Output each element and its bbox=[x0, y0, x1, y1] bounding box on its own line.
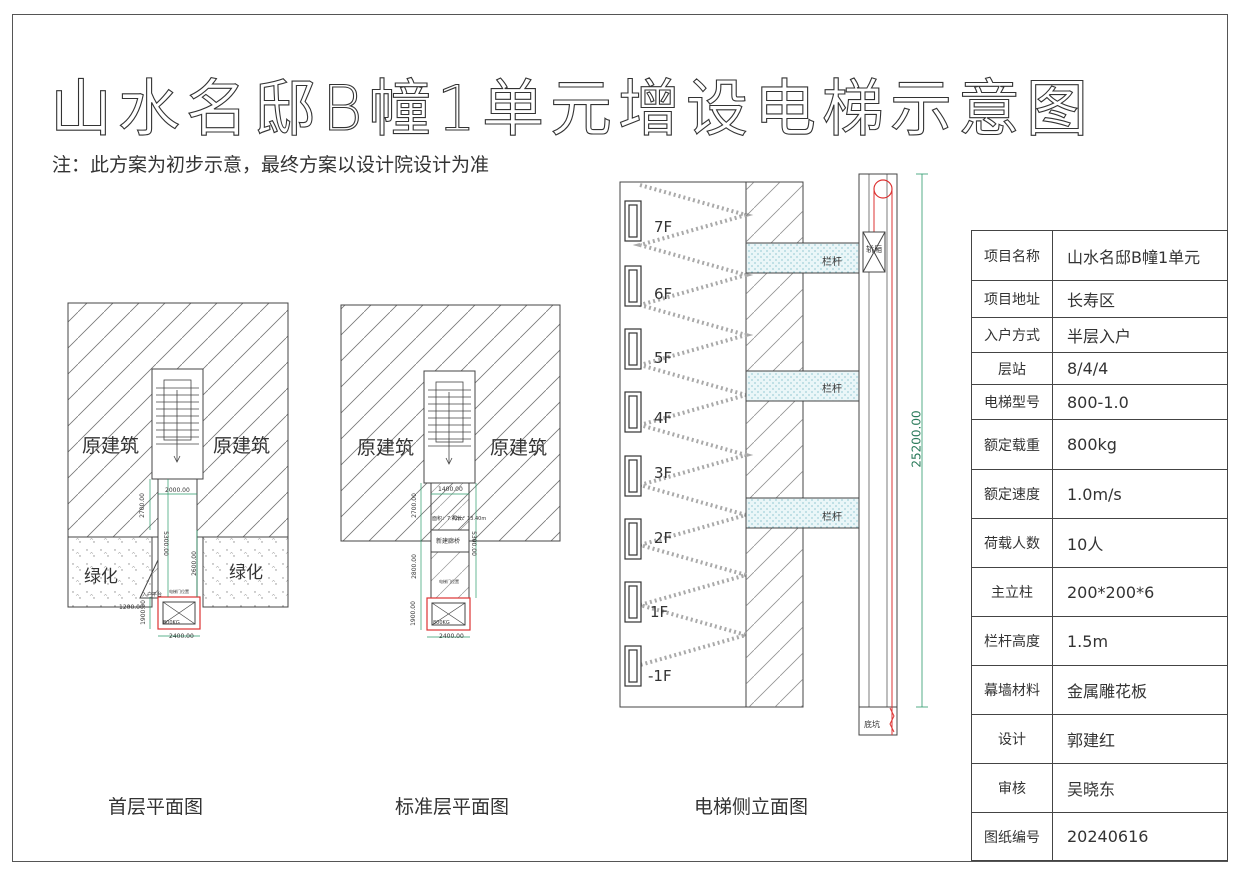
label-pit: 底坑 bbox=[864, 720, 880, 729]
drawing-frame bbox=[12, 14, 1228, 862]
label-door-1: 电梯门位置 bbox=[169, 589, 189, 594]
dim-2700-a: 2700.00 bbox=[138, 493, 146, 518]
dim-1900-b: 1900.00 bbox=[409, 601, 417, 626]
info-key: 电梯型号 bbox=[971, 384, 1053, 420]
info-value: 800kg bbox=[1052, 419, 1228, 470]
greening-area-right bbox=[202, 536, 289, 608]
standard-floor-plan bbox=[340, 304, 561, 638]
side-elevation bbox=[619, 173, 928, 736]
info-value: 郭建红 bbox=[1052, 714, 1228, 764]
floor-label-4f: 4F bbox=[654, 409, 673, 427]
info-key: 项目地址 bbox=[971, 280, 1053, 318]
info-value: 吴晓东 bbox=[1052, 763, 1228, 813]
first-floor-plan bbox=[67, 302, 289, 637]
label-original-building-2: 原建筑 bbox=[213, 435, 271, 457]
info-key: 项目名称 bbox=[971, 230, 1053, 281]
label-new-corridor: 新建廊桥 bbox=[436, 538, 461, 545]
caption-standard-floor: 标准层平面图 bbox=[395, 796, 510, 818]
label-railing-1: 栏杆 bbox=[822, 257, 842, 268]
info-key: 层站 bbox=[971, 352, 1053, 385]
label-original-building-4: 原建筑 bbox=[490, 437, 548, 459]
label-door-2: 电梯门位置 bbox=[439, 579, 459, 584]
info-value: 长寿区 bbox=[1052, 280, 1228, 318]
stair-core bbox=[151, 368, 204, 480]
info-value: 200*200*6 bbox=[1052, 567, 1228, 617]
floor-label-1f: 1F bbox=[650, 603, 669, 621]
dim-1200: 1200.00 bbox=[119, 604, 144, 611]
info-key: 荷载人数 bbox=[971, 518, 1053, 568]
dim-2800: 2800.00 bbox=[410, 554, 418, 579]
entry-ramp bbox=[139, 559, 159, 599]
label-elevator-box-2: 800KG bbox=[433, 620, 450, 626]
label-original-building-3: 原建筑 bbox=[357, 437, 415, 459]
label-railing-3: 栏杆 bbox=[822, 512, 842, 523]
label-greening-2: 绿化 bbox=[229, 563, 263, 583]
dim-2400-b: 2400.00 bbox=[439, 633, 464, 640]
info-key: 图纸编号 bbox=[971, 812, 1053, 861]
floor-label-7f: 7F bbox=[654, 218, 673, 236]
caption-first-floor: 首层平面图 bbox=[108, 796, 204, 818]
info-value: 1.5m bbox=[1052, 616, 1228, 666]
info-key: 栏杆高度 bbox=[971, 616, 1053, 666]
elevator-pit bbox=[858, 706, 898, 736]
label-railing-2: 栏杆 bbox=[822, 384, 842, 395]
info-key: 入户方式 bbox=[971, 317, 1053, 353]
label-perimeter: 周长：13.40m bbox=[452, 516, 487, 522]
dim-2600: 2600.00 bbox=[190, 551, 198, 576]
label-area: 面积：7.42m² bbox=[432, 516, 466, 522]
label-greening-1: 绿化 bbox=[84, 567, 118, 587]
info-value: 金属雕花板 bbox=[1052, 665, 1228, 715]
design-note: 注：此方案为初步示意，最终方案以设计院设计为准 bbox=[52, 154, 490, 176]
floor-label-6f: 6F bbox=[654, 285, 673, 303]
floor-label-3f: 3F bbox=[654, 464, 673, 482]
dim-5300-b: 5300.00 bbox=[469, 531, 477, 556]
info-value: 山水名邸B幢1单元 bbox=[1052, 230, 1228, 281]
info-value: 10人 bbox=[1052, 518, 1228, 568]
dim-2400-a: 2400.00 bbox=[169, 633, 194, 640]
label-elevator-box-1: 800KG bbox=[163, 620, 180, 626]
floor-label-5f: 5F bbox=[654, 349, 673, 367]
info-value: 8/4/4 bbox=[1052, 352, 1228, 385]
info-key: 审核 bbox=[971, 763, 1053, 813]
info-key: 幕墙材料 bbox=[971, 665, 1053, 715]
floor-label-2f: 2F bbox=[654, 529, 673, 547]
dim-height: 25200.00 bbox=[909, 410, 924, 468]
info-value: 1.0m/s bbox=[1052, 469, 1228, 519]
label-original-building-1: 原建筑 bbox=[82, 435, 140, 457]
label-car: 轿厢 bbox=[866, 245, 882, 254]
info-key: 设计 bbox=[971, 714, 1053, 764]
info-value: 半层入户 bbox=[1052, 317, 1228, 353]
dim-1400: 1400.00 bbox=[438, 486, 463, 493]
bridge-7f bbox=[745, 242, 860, 274]
info-key: 额定速度 bbox=[971, 469, 1053, 519]
dim-2000: 2000.00 bbox=[165, 487, 190, 494]
caption-side-elevation: 电梯侧立面图 bbox=[694, 796, 809, 818]
stair-core bbox=[423, 370, 476, 484]
bridge-3f bbox=[745, 497, 860, 529]
dim-2700-b: 2700.00 bbox=[410, 493, 418, 518]
label-ramp: 入户平台 bbox=[142, 592, 163, 598]
floor-label-b1: -1F bbox=[648, 667, 672, 685]
bridge-5f bbox=[745, 370, 860, 402]
info-value: 800-1.0 bbox=[1052, 384, 1228, 420]
info-key: 额定载重 bbox=[971, 419, 1053, 470]
dim-5300-a: 5300.00 bbox=[161, 531, 169, 556]
entry-corridor bbox=[157, 478, 198, 598]
info-key: 主立柱 bbox=[971, 567, 1053, 617]
info-value: 20240616 bbox=[1052, 812, 1228, 861]
dim-1900-a: 1900.00 bbox=[139, 600, 147, 625]
drawing-title: 山水名邸B幢1单元增设电梯示意图 bbox=[49, 71, 1095, 145]
